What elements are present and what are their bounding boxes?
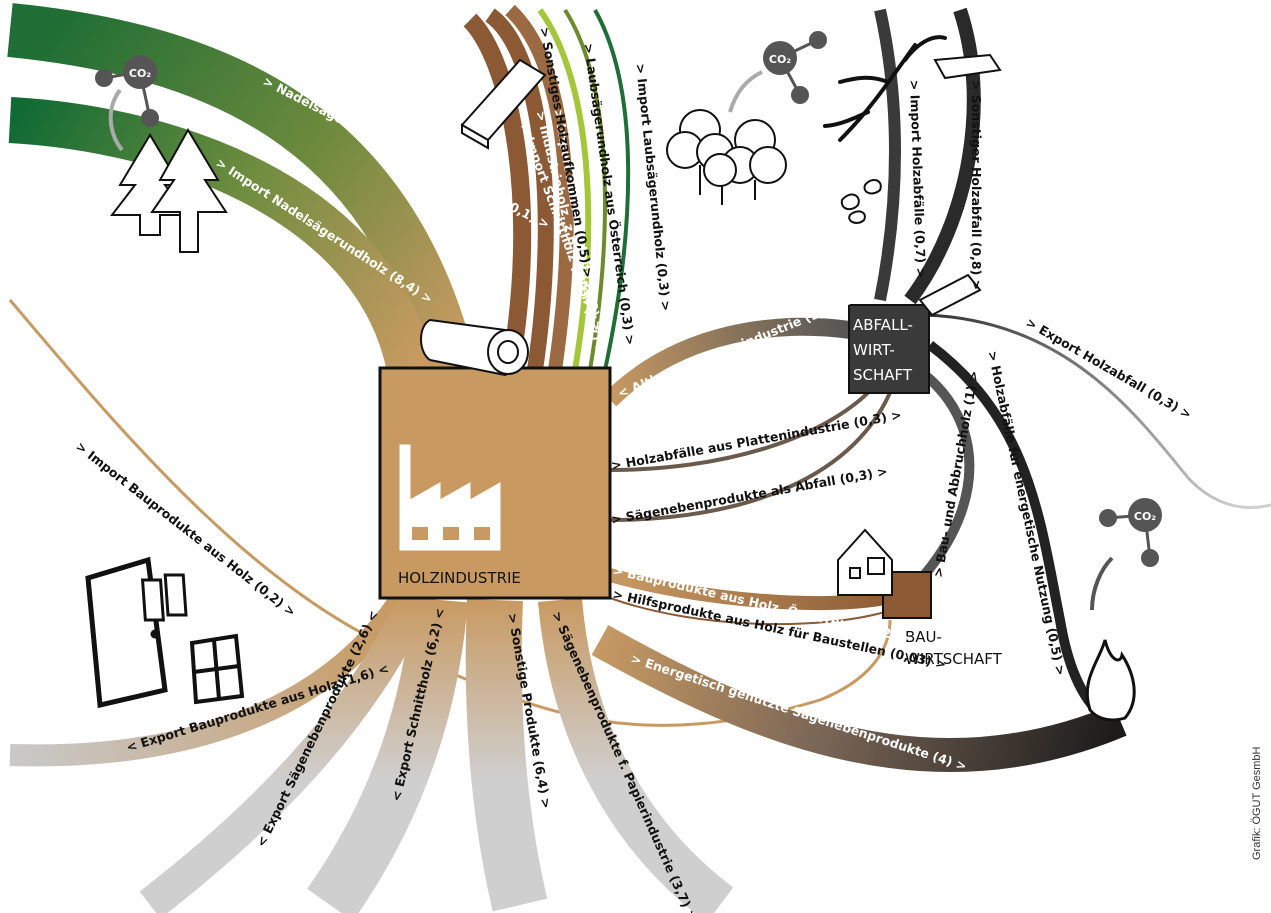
credit-label: Grafik: ÖGUT GesmbH	[1251, 746, 1263, 860]
flow-export-bauprodukte	[9, 593, 410, 767]
flow-import-holzabfaelle	[874, 8, 901, 302]
abfall-box	[848, 304, 930, 394]
flow-industrieholz	[484, 8, 554, 372]
flow-sonstiges-holz	[537, 8, 592, 371]
broken-board-icon	[933, 53, 1002, 80]
co2-molecule-icon: CO₂	[1099, 498, 1162, 567]
flow-export-saegeneben	[139, 592, 431, 913]
flow-laubsaeg-at	[563, 8, 607, 371]
flow-saege-papier	[538, 598, 734, 913]
flow-label: > Sonstiger Holzabfall (0,8) >	[969, 80, 984, 290]
co2-molecule-icon: CO₂	[763, 31, 827, 104]
flow-abfaelle-platten	[609, 378, 882, 472]
abfall-label-3: SCHAFT	[853, 366, 913, 384]
flow-import-nadel	[8, 97, 433, 375]
holzindustrie-box	[378, 366, 612, 600]
flow-label: > Sägenebenprodukte als Abfall (0,3) >	[610, 463, 889, 526]
abfall-label-1: ABFALL-	[853, 316, 913, 334]
board-icon	[460, 58, 547, 150]
broken-board-icon	[918, 273, 982, 317]
flow-label: < Altholz f. Plattenindustrie (1,7) <	[616, 293, 853, 400]
flow-hilfsprodukte	[609, 597, 886, 626]
factory-icon	[399, 444, 501, 551]
arrow-icon	[1090, 556, 1114, 611]
flow-label: > Holzabfälle für energetische Nutzung (…	[985, 350, 1069, 677]
flow-energetisch-saege	[591, 625, 1127, 772]
door-icon	[85, 556, 188, 709]
deciduous-trees-icon	[666, 109, 787, 205]
fire-icon	[1085, 639, 1136, 722]
bau-label-1: BAU-	[905, 628, 942, 646]
co2-molecule-icon: CO₂	[95, 55, 159, 127]
flow-label: > Export Holzabfall (0,3) >	[1024, 315, 1195, 422]
bau-label-2: WIRTSCHAFT	[905, 650, 1003, 668]
flow-bau-abbruch	[916, 371, 975, 584]
branch-icon	[823, 35, 947, 142]
flow-import-holzwerkstoffe	[505, 4, 574, 372]
abfall-label-2: WIRT-	[853, 341, 895, 359]
flow-nadel-at	[7, 3, 477, 377]
flow-energetisch-abfaelle	[926, 341, 1113, 725]
window-icon	[189, 633, 245, 705]
arrow-icon	[728, 70, 763, 113]
house-icon	[837, 528, 893, 596]
svg-text:CO₂: CO₂	[129, 67, 151, 80]
flow-bauprodukte-at	[608, 568, 887, 611]
arrow-icon	[108, 88, 124, 152]
flow-altholz	[603, 317, 852, 407]
svg-text:CO₂: CO₂	[769, 53, 791, 66]
flow-sonstige-produkte	[465, 598, 548, 912]
holzindustrie-label: HOLZINDUSTRIE	[398, 569, 521, 587]
log-icon	[420, 318, 529, 377]
flow-import-laub	[593, 9, 631, 371]
flow-saegeneben-abfall	[609, 379, 897, 522]
flow-label: > Energetisch genutzte Sägenebenprodukte…	[629, 651, 969, 774]
flow-sonstiger-abfall	[904, 7, 981, 305]
flow-label: > Import Laubsägerundholz (0,3) >	[633, 63, 674, 312]
wood-chips-icon	[840, 178, 882, 224]
flow-export-schnittholz	[307, 597, 468, 913]
flow-label: > Import Holzabfälle (0,7) >	[907, 80, 929, 279]
trees-icon	[109, 128, 228, 253]
flow-export-holzabfall	[924, 313, 1271, 509]
svg-text:CO₂: CO₂	[1134, 510, 1156, 523]
flow-import-schnittholz	[463, 13, 532, 372]
